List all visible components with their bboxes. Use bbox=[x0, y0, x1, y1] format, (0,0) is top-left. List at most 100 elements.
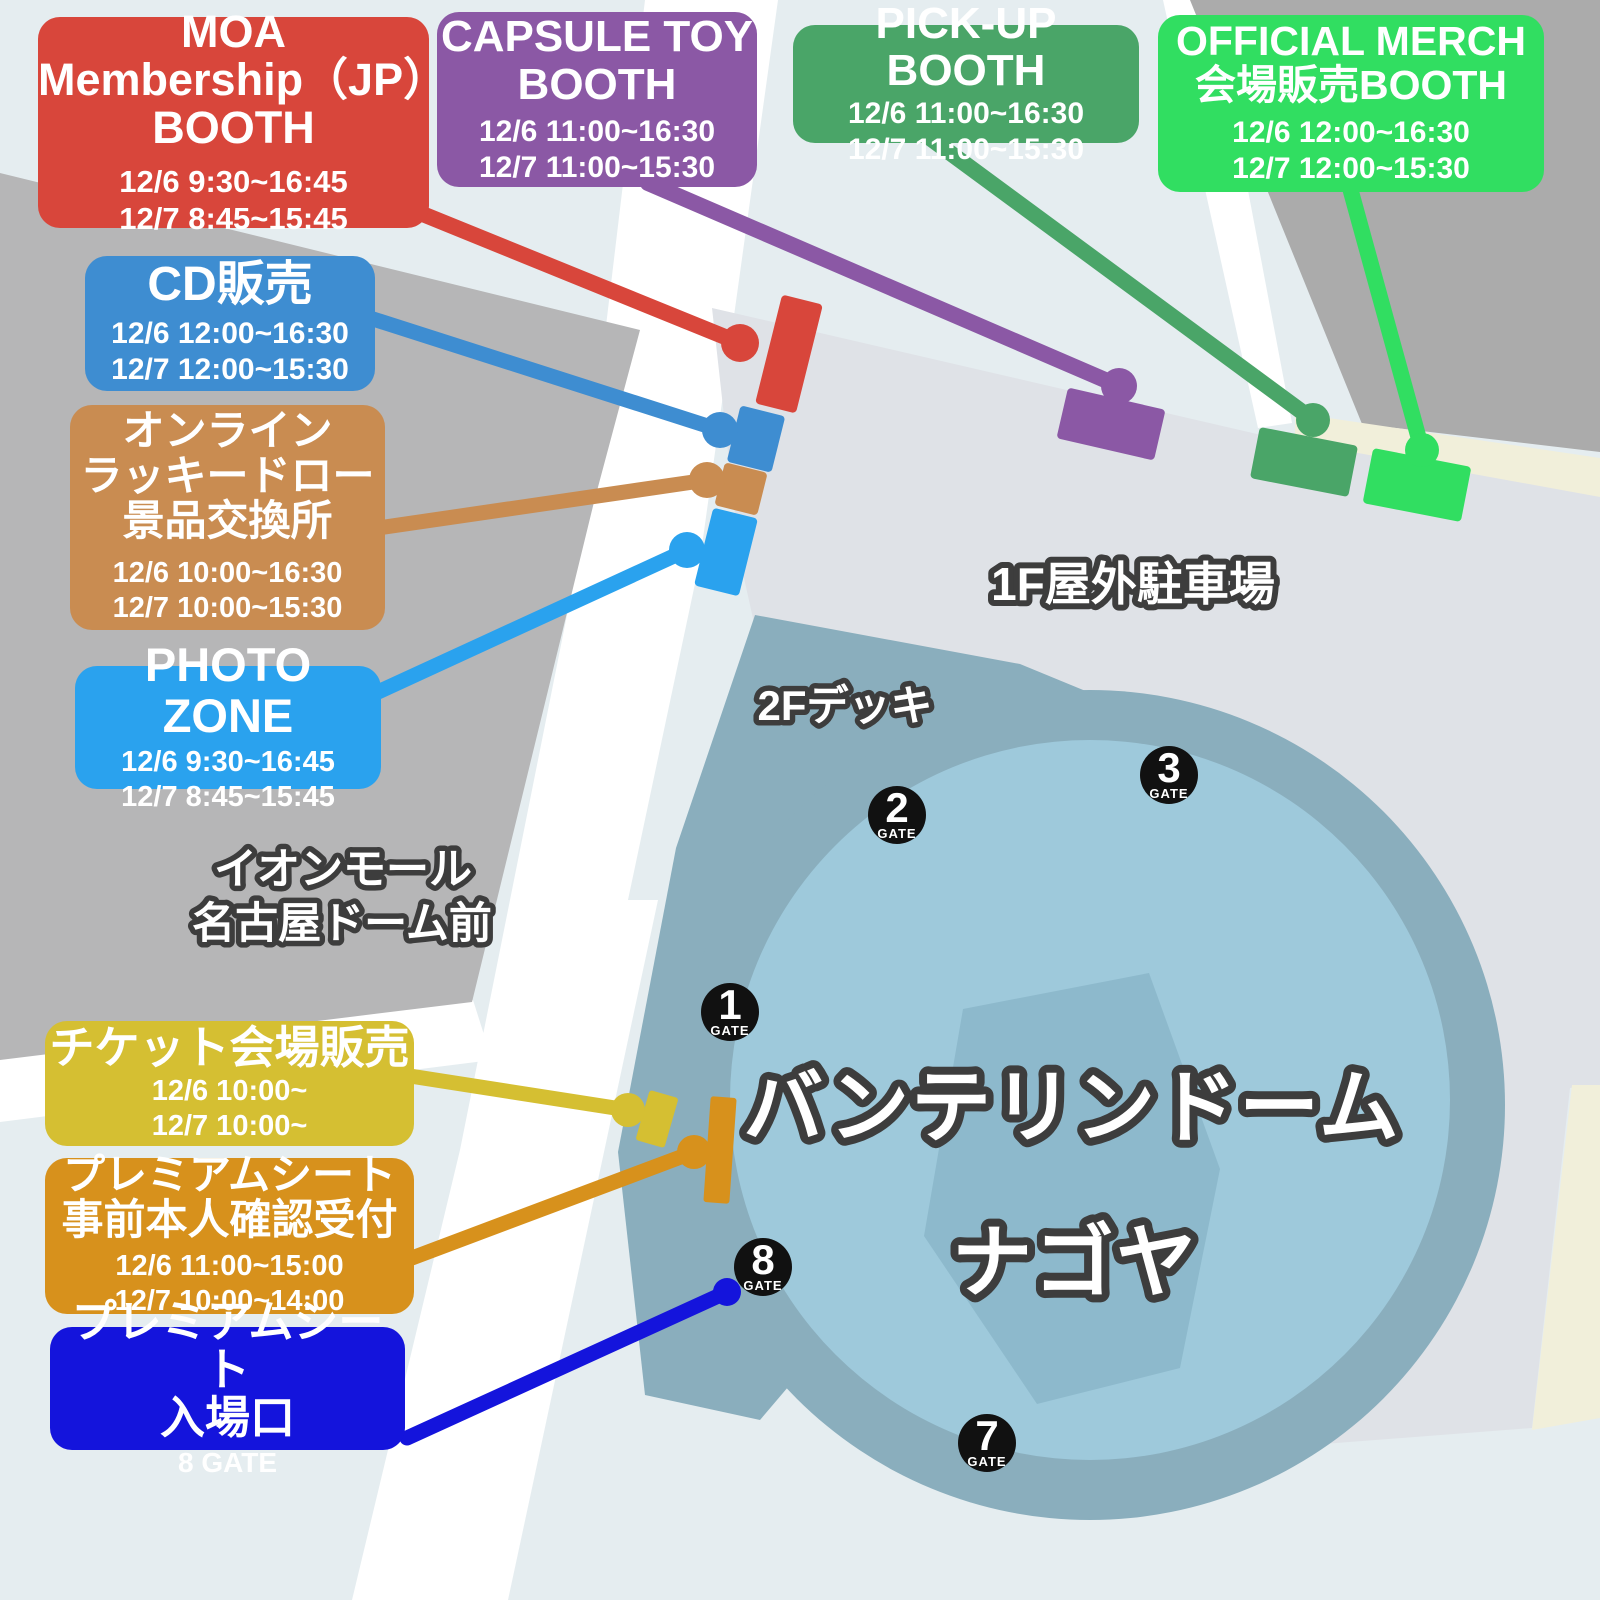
gate-7-number: 7 bbox=[975, 1412, 998, 1459]
booth-title-line: PHOTO ZONE bbox=[144, 638, 312, 742]
booth-time: 12/6 9:30~16:45 bbox=[121, 745, 335, 778]
dot-photo bbox=[669, 532, 705, 568]
booth-title-line: MOA bbox=[181, 6, 286, 58]
gate-1-circle bbox=[701, 983, 759, 1041]
leader-capsule bbox=[640, 175, 1127, 394]
booth-time: 12/6 12:00~16:30 bbox=[1232, 116, 1470, 150]
leader-lucky-draw bbox=[370, 472, 715, 536]
dot-cd bbox=[702, 412, 738, 448]
booth-time: 12/6 11:00~16:30 bbox=[478, 114, 716, 148]
booth-time: 12/6 11:00~15:00 bbox=[115, 1250, 344, 1283]
mall-label-line1: イオンモール bbox=[214, 846, 472, 894]
booth-times: 12/6 9:30~16:45 12/7 8:45~15:45 bbox=[38, 163, 429, 237]
dot-premium-reception bbox=[677, 1135, 711, 1169]
booth-title-line: ラッキードロー bbox=[80, 452, 375, 500]
parking-label: 1F屋外駐車場 bbox=[991, 558, 1275, 610]
booth-time: 12/7 11:00~15:30 bbox=[847, 133, 1085, 167]
leader-photo bbox=[370, 542, 695, 700]
booth-box-ticket-sales: チケット会場販売 12/6 10:00~ 12/7 10:00~ bbox=[45, 1021, 414, 1146]
dot-pickup bbox=[1296, 403, 1330, 437]
marker-capsule bbox=[1057, 388, 1165, 460]
gate-7-badge: 7 GATE bbox=[958, 1412, 1016, 1472]
booth-times: 12/6 11:00~16:30 12/7 11:00~15:30 bbox=[793, 96, 1139, 168]
leader-moa bbox=[417, 207, 748, 351]
leader-pickup bbox=[922, 130, 1321, 428]
booth-title-line: 景品交換所 bbox=[122, 497, 333, 545]
leader-cd bbox=[362, 310, 728, 438]
booth-title-line: CD販売 bbox=[147, 257, 313, 311]
booth-times: 12/6 10:00~ 12/7 10:00~ bbox=[45, 1074, 414, 1144]
booth-time: 12/6 9:30~16:45 bbox=[119, 163, 348, 199]
marker-merch bbox=[1363, 448, 1471, 522]
booth-times: 12/6 11:00~16:30 12/7 11:00~15:30 bbox=[437, 114, 757, 186]
booth-time: 12/7 11:00~15:30 bbox=[478, 150, 716, 184]
gate-3-label: GATE bbox=[1149, 786, 1188, 801]
dot-capsule bbox=[1101, 368, 1137, 404]
booth-times: 8 GATE bbox=[50, 1446, 405, 1480]
booth-title-line: プレミアムシート bbox=[62, 1151, 397, 1199]
gate-7-circle bbox=[958, 1414, 1016, 1472]
dome-infield bbox=[924, 973, 1220, 1404]
gate-3-circle bbox=[1140, 746, 1198, 804]
booth-title-line: Membership（JP） bbox=[38, 54, 449, 106]
marker-pickup bbox=[1250, 427, 1358, 497]
gate-1-badge: 1 GATE bbox=[701, 981, 759, 1041]
booth-time: 12/7 10:00~15:30 bbox=[112, 591, 343, 624]
dot-ticket bbox=[611, 1093, 645, 1127]
booth-time: 12/7 8:45~15:45 bbox=[121, 780, 335, 813]
booth-time: 12/7 10:00~ bbox=[151, 1109, 308, 1142]
leader-premium-entrance bbox=[399, 1284, 735, 1446]
gate-8-circle bbox=[734, 1238, 792, 1296]
marker-cd bbox=[727, 406, 785, 472]
booth-times: 12/6 12:00~16:30 12/7 12:00~15:30 bbox=[1158, 115, 1544, 187]
booth-box-official-merch: OFFICIAL MERCH 会場販売BOOTH 12/6 12:00~16:3… bbox=[1158, 15, 1544, 192]
booth-box-cd-sales: CD販売 12/6 12:00~16:30 12/7 12:00~15:30 bbox=[85, 256, 375, 391]
booth-times: 12/6 12:00~16:30 12/7 12:00~15:30 bbox=[85, 316, 375, 388]
gate-2-number: 2 bbox=[885, 784, 908, 831]
road-side bbox=[452, 900, 658, 1600]
booth-title-line: 入場口 bbox=[159, 1391, 295, 1443]
marker-lucky-draw bbox=[715, 463, 767, 515]
booth-box-pick-up: PICK-UP BOOTH 12/6 11:00~16:30 12/7 11:0… bbox=[793, 0, 1139, 166]
booth-time: 12/6 10:00~16:30 bbox=[112, 557, 343, 590]
booth-title-line: BOOTH bbox=[152, 102, 315, 154]
gate-2-label: GATE bbox=[877, 826, 916, 841]
gate-8-label: GATE bbox=[743, 1278, 782, 1293]
booth-time: 12/7 12:00~15:30 bbox=[1232, 152, 1470, 186]
leader-lines bbox=[362, 130, 1430, 1446]
dot-lucky-draw bbox=[689, 462, 725, 498]
booth-box-online-lucky-draw: オンライン ラッキードロー 景品交換所 12/6 10:00~16:30 12/… bbox=[70, 405, 385, 630]
booth-times: 12/6 9:30~16:45 12/7 8:45~15:45 bbox=[75, 745, 381, 815]
booth-box-premium-seat-reception: プレミアムシート 事前本人確認受付 12/6 11:00~15:00 12/7 … bbox=[45, 1152, 414, 1317]
dot-merch bbox=[1405, 433, 1439, 467]
gate-3-badge: 3 GATE bbox=[1140, 744, 1198, 804]
venue-name-line2: ナゴヤ bbox=[952, 1218, 1198, 1307]
gate-1-label: GATE bbox=[710, 1023, 749, 1038]
leader-premium-reception bbox=[404, 1144, 702, 1266]
booth-box-premium-seat-entrance: プレミアムシート 入場口 8 GATE bbox=[50, 1297, 405, 1478]
leader-merch bbox=[1342, 180, 1430, 458]
booth-time: 8 GATE bbox=[177, 1446, 278, 1478]
gate-2-circle bbox=[868, 786, 926, 844]
marker-moa bbox=[755, 295, 823, 413]
dot-premium-entrance bbox=[713, 1278, 741, 1306]
booth-time: 12/7 8:45~15:45 bbox=[119, 200, 348, 236]
beige-road-top bbox=[1295, 413, 1600, 497]
deck-label: 2Fデッキ bbox=[757, 682, 932, 729]
gate-8-number: 8 bbox=[751, 1236, 774, 1283]
gate-7-label: GATE bbox=[967, 1454, 1006, 1469]
booth-title-line: オンライン bbox=[122, 407, 333, 455]
booth-time: 12/6 10:00~ bbox=[151, 1074, 308, 1107]
booth-times: 12/6 10:00~16:30 12/7 10:00~15:30 bbox=[70, 556, 385, 626]
gate-1-number: 1 bbox=[718, 981, 741, 1028]
booth-title-line: 会場販売BOOTH bbox=[1194, 61, 1508, 108]
booth-box-photo-zone: PHOTO ZONE 12/6 9:30~16:45 12/7 8:45~15:… bbox=[75, 640, 381, 813]
booth-title-line: CAPSULE TOY bbox=[440, 12, 754, 62]
booth-box-capsule-toy: CAPSULE TOY BOOTH 12/6 11:00~16:30 12/7 … bbox=[437, 12, 757, 187]
booth-time: 12/7 10:00~14:00 bbox=[114, 1284, 345, 1317]
booth-time: 12/7 12:00~15:30 bbox=[111, 353, 349, 387]
dot-moa bbox=[721, 324, 759, 362]
leader-ticket bbox=[402, 1068, 636, 1118]
gate-8-badge: 8 GATE bbox=[734, 1236, 792, 1296]
